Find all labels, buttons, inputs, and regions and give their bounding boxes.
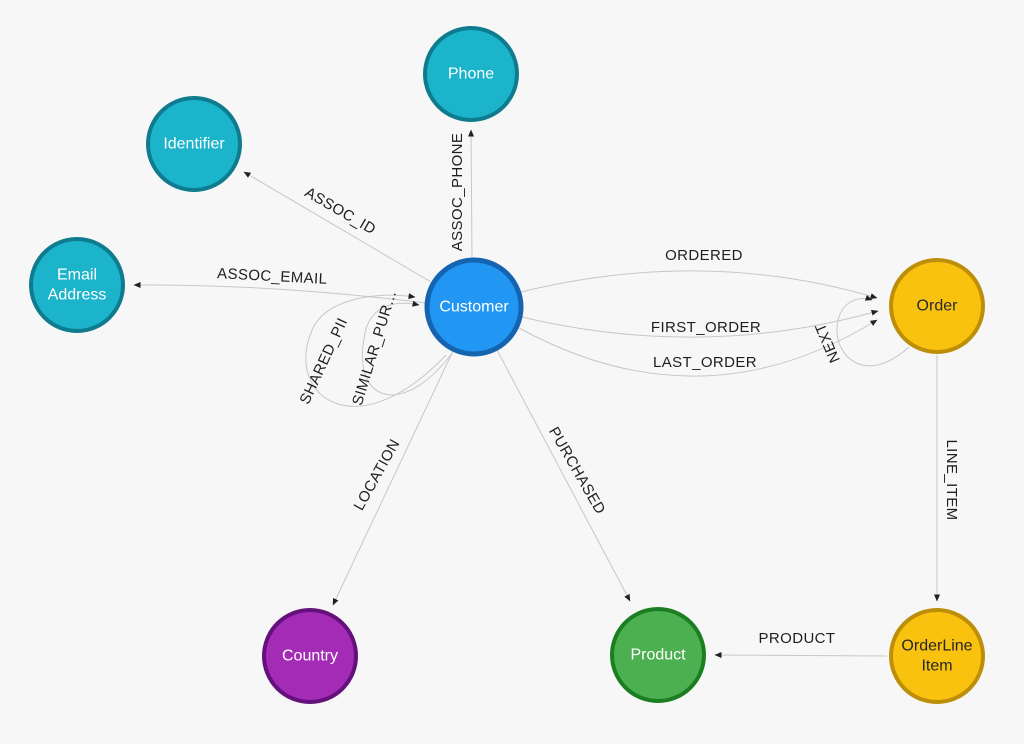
node-customer-label: Customer bbox=[439, 299, 509, 316]
node-country-label: Country bbox=[282, 648, 338, 665]
nodes-layer: Phone Identifier Email Address Customer … bbox=[29, 26, 985, 704]
edge-label-first-order[interactable]: FIRST_ORDER bbox=[651, 319, 761, 336]
node-orderline-item-label-line1: OrderLine bbox=[901, 638, 972, 655]
edge-last-order[interactable] bbox=[518, 319, 878, 377]
node-product-circle bbox=[610, 607, 706, 703]
node-order[interactable]: Order bbox=[889, 258, 985, 354]
node-order-circle bbox=[889, 258, 985, 354]
edge-assoc-email[interactable] bbox=[133, 281, 427, 304]
edge-first-order[interactable] bbox=[521, 309, 879, 338]
node-identifier-label: Identifier bbox=[163, 136, 225, 153]
edge-label-ordered[interactable]: ORDERED bbox=[665, 247, 743, 264]
node-product[interactable]: Product bbox=[610, 607, 706, 703]
edge-label-assoc-phone[interactable]: ASSOC_PHONE bbox=[449, 133, 466, 252]
edge-product[interactable] bbox=[714, 652, 888, 659]
node-country-circle bbox=[262, 608, 358, 704]
node-country[interactable]: Country bbox=[262, 608, 358, 704]
node-phone-label: Phone bbox=[448, 66, 494, 83]
node-identifier-circle bbox=[146, 96, 242, 192]
node-product-label: Product bbox=[630, 647, 686, 664]
node-email-address-label-line1: Email bbox=[57, 267, 97, 284]
node-order-label: Order bbox=[917, 298, 959, 315]
node-customer[interactable]: Customer bbox=[424, 257, 524, 357]
node-email-address-circle bbox=[29, 237, 125, 333]
node-orderline-item-label-line2: Item bbox=[921, 658, 952, 675]
edge-assoc-id[interactable] bbox=[243, 171, 432, 283]
edge-label-assoc-email[interactable]: ASSOC_EMAIL bbox=[217, 265, 328, 288]
edge-next[interactable] bbox=[836, 294, 910, 367]
edge-assoc-phone[interactable] bbox=[468, 129, 475, 259]
edge-ordered[interactable] bbox=[520, 270, 878, 300]
node-phone-circle bbox=[423, 26, 519, 122]
edge-similar-pur[interactable] bbox=[361, 300, 454, 396]
node-customer-circle bbox=[424, 257, 524, 357]
edge-label-line-item[interactable]: LINE_ITEM bbox=[943, 439, 960, 520]
edges-layer bbox=[133, 129, 940, 659]
node-orderline-item-circle bbox=[889, 608, 985, 704]
edge-location[interactable] bbox=[332, 350, 454, 606]
node-email-address[interactable]: Email Address bbox=[29, 237, 125, 333]
node-orderline-item[interactable]: OrderLine Item bbox=[889, 608, 985, 704]
edge-shared-pii[interactable] bbox=[305, 293, 447, 407]
node-phone[interactable]: Phone bbox=[423, 26, 519, 122]
edge-label-last-order[interactable]: LAST_ORDER bbox=[653, 354, 757, 371]
edge-label-product[interactable]: PRODUCT bbox=[759, 630, 836, 647]
edge-purchased[interactable] bbox=[496, 349, 631, 602]
node-identifier[interactable]: Identifier bbox=[146, 96, 242, 192]
node-email-address-label-line2: Address bbox=[48, 287, 107, 304]
